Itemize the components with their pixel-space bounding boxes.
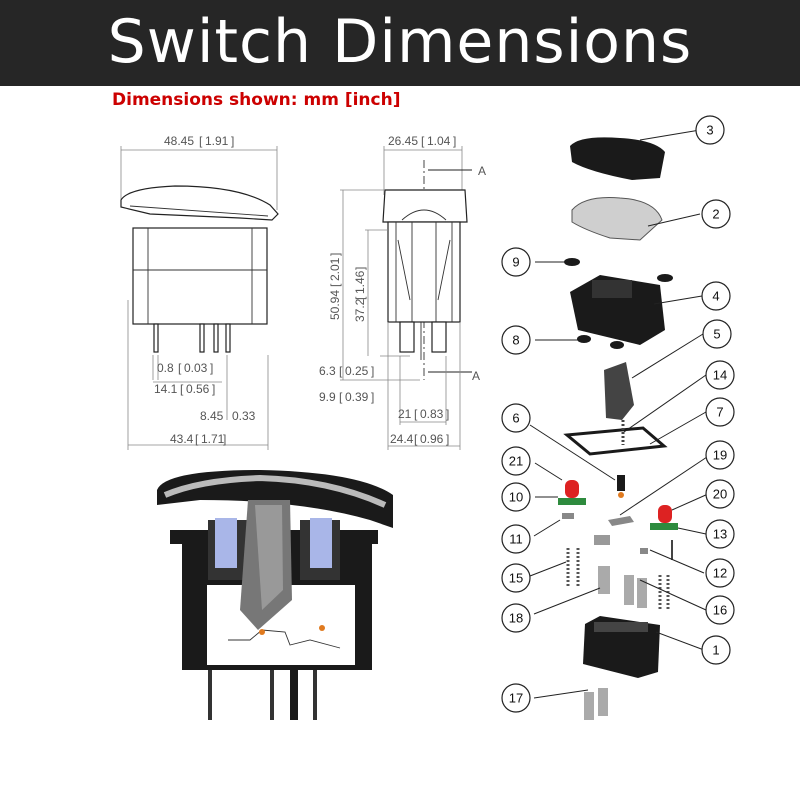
section-mark-bottom: A: [472, 369, 480, 383]
svg-text:[: [: [414, 407, 418, 421]
svg-text:20: 20: [713, 487, 727, 502]
dim-pin-length: 6.3: [319, 364, 336, 378]
callout-18: 18: [501, 603, 531, 633]
svg-text:[: [: [339, 364, 343, 378]
svg-text:[: [: [178, 361, 182, 375]
svg-text:0.03: 0.03: [184, 361, 208, 375]
svg-text:2.01: 2.01: [328, 257, 342, 281]
svg-text:]: ]: [453, 134, 456, 148]
front-view: 48.45 [ 1.91 ] 0.8 [ 0.03 ] 14.1 [ 0.56 …: [120, 134, 279, 450]
dim-pin-width: 0.8: [157, 361, 174, 375]
header-bar: Switch Dimensions: [0, 0, 800, 86]
svg-text:15: 15: [509, 571, 523, 586]
callout-10: 10: [501, 482, 531, 512]
dim-side-width: 26.45: [388, 134, 418, 148]
svg-text:21: 21: [509, 454, 523, 469]
technical-drawing: 48.45 [ 1.91 ] 0.8 [ 0.03 ] 14.1 [ 0.56 …: [120, 115, 735, 720]
svg-text:4: 4: [712, 289, 719, 304]
dim-side-pin: 21: [398, 407, 412, 421]
svg-text:]: ]: [353, 267, 367, 270]
callout-4: 4: [701, 281, 731, 311]
svg-text:]: ]: [212, 382, 215, 396]
svg-text:]: ]: [371, 364, 374, 378]
svg-text:5: 5: [713, 327, 720, 342]
svg-text:17: 17: [509, 691, 523, 706]
page-title: Switch Dimensions: [107, 7, 693, 77]
svg-text:[: [: [199, 134, 203, 148]
svg-text:]: ]: [223, 432, 226, 446]
dim-top-width: 48.45: [164, 134, 194, 148]
callout-5: 5: [702, 319, 732, 349]
callout-1: 1: [701, 635, 731, 665]
callout-8: 8: [501, 325, 531, 355]
svg-text:0.83: 0.83: [420, 407, 444, 421]
svg-text:1.71: 1.71: [201, 432, 225, 446]
svg-text:]: ]: [210, 361, 213, 375]
callout-9: 9: [501, 247, 531, 277]
dim-top-width-inch: 1.91: [205, 134, 229, 148]
dim-base-width: 43.4: [170, 432, 194, 446]
svg-text:]: ]: [446, 432, 449, 446]
exploded-view: 1 2 3 4 5 6 7 8 9 10 11 12 13 14 15 16 1…: [501, 115, 735, 720]
svg-text:2: 2: [712, 207, 719, 222]
callout-11: 11: [501, 524, 531, 554]
svg-text:[: [: [421, 134, 425, 148]
callout-15: 15: [501, 563, 531, 593]
dim-pin-gap: 8.45: [200, 409, 224, 423]
svg-text:6: 6: [512, 411, 519, 426]
callout-16: 16: [705, 595, 735, 625]
svg-text:0.33: 0.33: [232, 409, 256, 423]
dim-body-height: 37.2: [353, 298, 367, 322]
callout-6: 6: [501, 403, 531, 433]
svg-text:1.04: 1.04: [427, 134, 451, 148]
svg-text:[: [: [414, 432, 418, 446]
svg-text:9: 9: [512, 255, 519, 270]
callout-2: 2: [701, 199, 731, 229]
svg-text:1: 1: [712, 643, 719, 658]
callout-20: 20: [705, 479, 735, 509]
svg-text:13: 13: [713, 527, 727, 542]
svg-text:12: 12: [713, 566, 727, 581]
svg-text:14: 14: [713, 368, 727, 383]
callout-13: 13: [705, 519, 735, 549]
dim-pin-length-2: 9.9: [319, 390, 336, 404]
svg-text:1.46: 1.46: [353, 270, 367, 294]
svg-text:[: [: [353, 296, 367, 300]
svg-text:11: 11: [509, 532, 523, 547]
svg-text:]: ]: [446, 407, 449, 421]
dim-total-height: 50.94: [328, 290, 342, 320]
callout-12: 12: [705, 558, 735, 588]
svg-text:]: ]: [371, 390, 374, 404]
svg-text:18: 18: [509, 611, 523, 626]
callout-21: 21: [501, 446, 531, 476]
callout-19: 19: [705, 440, 735, 470]
svg-text:8: 8: [512, 333, 519, 348]
dim-pin-span: 14.1: [154, 382, 178, 396]
svg-text:[: [: [180, 382, 184, 396]
svg-text:16: 16: [713, 603, 727, 618]
svg-text:0.39: 0.39: [345, 390, 369, 404]
section-mark-top: A: [478, 164, 486, 178]
svg-text:0.25: 0.25: [345, 364, 369, 378]
side-view: 26.45 [ 1.04 ] A A 50.94 [ 2.01 ] 37.2: [319, 134, 486, 450]
svg-text:0.96: 0.96: [420, 432, 444, 446]
svg-text:0.56: 0.56: [186, 382, 210, 396]
svg-text:19: 19: [713, 448, 727, 463]
dim-side-base: 24.4: [390, 432, 414, 446]
svg-text:7: 7: [716, 405, 723, 420]
svg-text:3: 3: [706, 123, 713, 138]
svg-text:]: ]: [328, 253, 342, 256]
svg-text:]: ]: [231, 134, 234, 148]
cross-section-view: [157, 470, 393, 720]
callout-3: 3: [695, 115, 725, 145]
units-note: Dimensions shown: mm [inch]: [112, 90, 401, 110]
svg-text:[: [: [339, 390, 343, 404]
svg-text:[: [: [328, 283, 342, 287]
svg-text:[: [: [195, 432, 199, 446]
callout-17: 17: [501, 683, 531, 713]
callout-14: 14: [705, 360, 735, 390]
svg-text:10: 10: [509, 490, 523, 505]
callout-7: 7: [705, 397, 735, 427]
